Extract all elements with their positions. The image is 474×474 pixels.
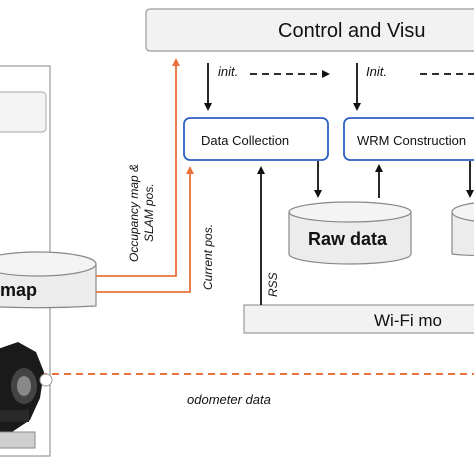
left-inner-box [0,91,47,133]
control-visualization-box [145,8,474,52]
init-label-2: Init. [366,64,387,79]
occupancy-map-arrow [96,58,180,277]
wifi-module-label: Wi-Fi mo [374,311,442,330]
control-visualization-label: Control and Visu [278,20,426,42]
data-collection-module [183,117,329,161]
map-database [0,251,97,309]
init-label-1: init. [218,64,238,79]
raw-data-database [288,201,412,265]
odometer-label: odometer data [187,392,271,407]
current-pos-arrow [96,166,194,293]
occupancy-label-line2: SLAM pos. [142,183,156,242]
wrm-construction-module [343,117,474,161]
wrm-database [451,202,474,256]
rss-label: RSS [266,272,280,297]
robot-image [0,342,53,449]
wrm-construction-label: WRM Construction [357,133,466,148]
map-label: map [0,280,37,300]
wifi-module-box [243,304,474,334]
raw-data-label: Raw data [308,229,388,249]
data-collection-label: Data Collection [201,133,289,148]
current-pos-label: Current pos. [201,224,215,290]
occupancy-label-line1: Occupancy map & [127,164,141,262]
